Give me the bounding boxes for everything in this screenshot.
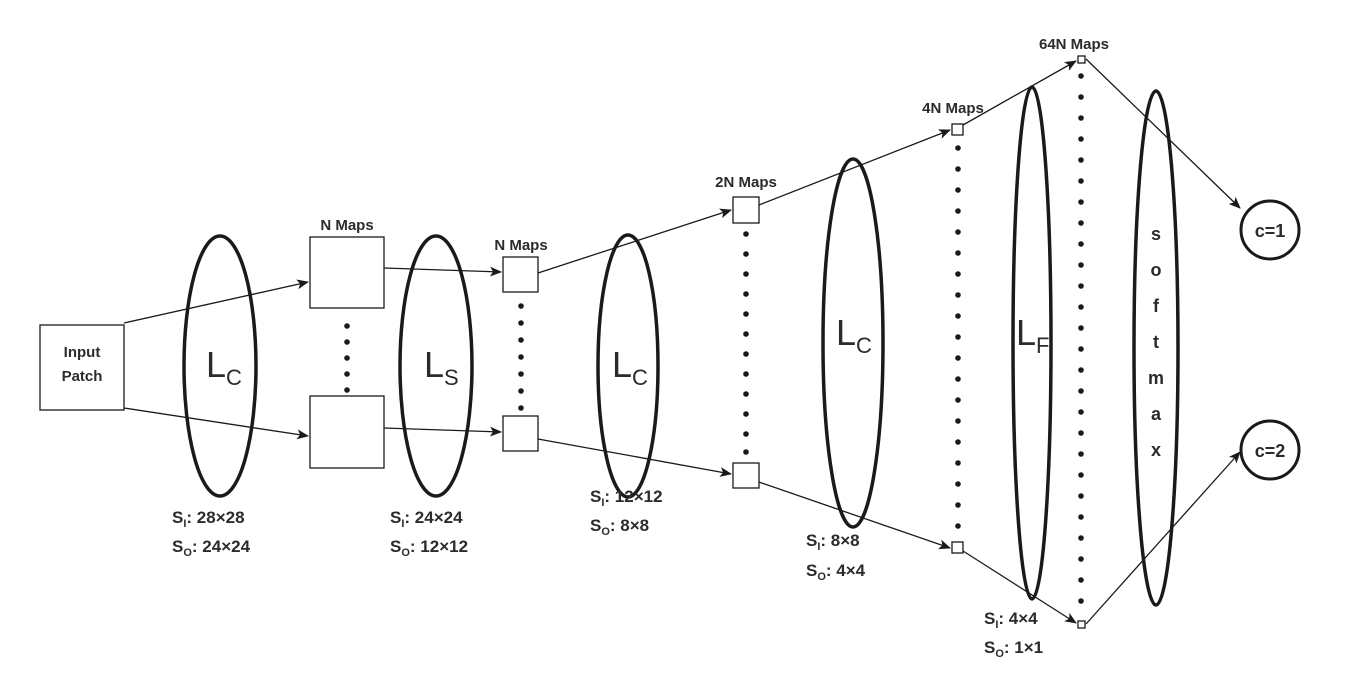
softmax-label: s o f t m a x [1148, 224, 1164, 460]
softmax-letter: t [1153, 332, 1159, 352]
layer-ellipse-5 [1011, 85, 1053, 601]
softmax-letter: x [1151, 440, 1161, 460]
layer-ellipse-1 [182, 234, 258, 498]
arrow-4n-bottom-to-64n [962, 550, 1077, 624]
connection-arrows [123, 58, 1241, 625]
size-out-5: SO: 1×1 [984, 638, 1043, 660]
layer-label-5: LF [1016, 312, 1049, 358]
output-class-1-label: c=1 [1255, 221, 1286, 241]
output-class-1-circle [1239, 199, 1301, 261]
softmax-ellipse [1132, 89, 1180, 607]
64n-map-box-top [1077, 55, 1086, 64]
maps-label-1: N Maps [320, 217, 373, 234]
size-in-3: SI: 12×12 [590, 487, 663, 509]
softmax-letter: a [1151, 404, 1162, 424]
softmax-letter: o [1151, 260, 1162, 280]
size-in-5: SI: 4×4 [984, 609, 1038, 631]
arrow-2n-bottom-to-4n [758, 481, 951, 550]
dots-2n [743, 231, 749, 455]
output-class-2-circle [1239, 419, 1301, 481]
ellipsis-dots [344, 73, 1084, 604]
size-in-4: SI: 8×8 [806, 531, 860, 553]
arrow-nmap-top-to-pool [383, 266, 502, 277]
nmap-box-top [309, 236, 385, 309]
layer-ellipse-4 [821, 157, 885, 529]
layer-label-1: LC [206, 344, 242, 390]
4n-map-box-top [951, 123, 964, 136]
layer-ellipses [182, 85, 1180, 607]
size-out-3: SO: 8×8 [590, 516, 649, 538]
nmap-box-bottom [309, 395, 385, 469]
size-in-1: SI: 28×28 [172, 508, 245, 530]
layer-label-3: LC [612, 344, 648, 390]
dots-4n [955, 145, 961, 529]
pool-map-box-bottom [502, 415, 539, 452]
arrow-input-to-nmap-top [123, 279, 309, 324]
size-out-4: SO: 4×4 [806, 561, 866, 583]
output-class-2-label: c=2 [1255, 441, 1286, 461]
arrow-64n-bottom-to-c2 [1085, 451, 1241, 625]
size-labels: SI: 28×28 SO: 24×24 SI: 24×24 SO: 12×12 … [172, 487, 1043, 660]
maps-label-2: N Maps [494, 237, 547, 254]
pool-map-box-top [502, 256, 539, 293]
dots-64n [1078, 73, 1084, 604]
maps-label-3: 2N Maps [715, 174, 777, 191]
2n-map-box-bottom [732, 462, 760, 489]
layer-ellipse-3 [596, 233, 660, 499]
arrow-2n-top-to-4n [758, 129, 951, 206]
arrow-input-to-nmap-bottom [123, 407, 309, 440]
4n-map-box-bottom [951, 541, 964, 554]
input-patch-box [39, 324, 125, 411]
softmax-letter: s [1151, 224, 1161, 244]
softmax-letter: f [1153, 296, 1160, 316]
input-patch-label-line2: Patch [62, 368, 103, 385]
arrow-64n-top-to-c1 [1085, 58, 1241, 209]
maps-label-5: 64N Maps [1039, 36, 1109, 53]
layer-ellipse-2 [398, 234, 474, 498]
layer-label-2: LS [424, 344, 459, 390]
layer-label-4: LC [836, 312, 872, 358]
arrow-pool-top-to-2n [537, 208, 732, 274]
size-in-2: SI: 24×24 [390, 508, 463, 530]
size-out-1: SO: 24×24 [172, 537, 251, 559]
maps-label-4: 4N Maps [922, 100, 984, 117]
size-out-2: SO: 12×12 [390, 537, 468, 559]
2n-map-box-top [732, 196, 760, 224]
dots-pool [518, 303, 524, 411]
arrow-4n-top-to-64n [962, 60, 1077, 126]
64n-map-box-bottom [1077, 620, 1086, 629]
input-patch-label-line1: Input [64, 344, 101, 361]
softmax-letter: m [1148, 368, 1164, 388]
dots-nmap [344, 323, 350, 393]
arrow-pool-bottom-to-2n [537, 438, 732, 477]
feature-map-boxes [309, 55, 1086, 629]
arrow-nmap-bottom-to-pool [383, 426, 502, 437]
